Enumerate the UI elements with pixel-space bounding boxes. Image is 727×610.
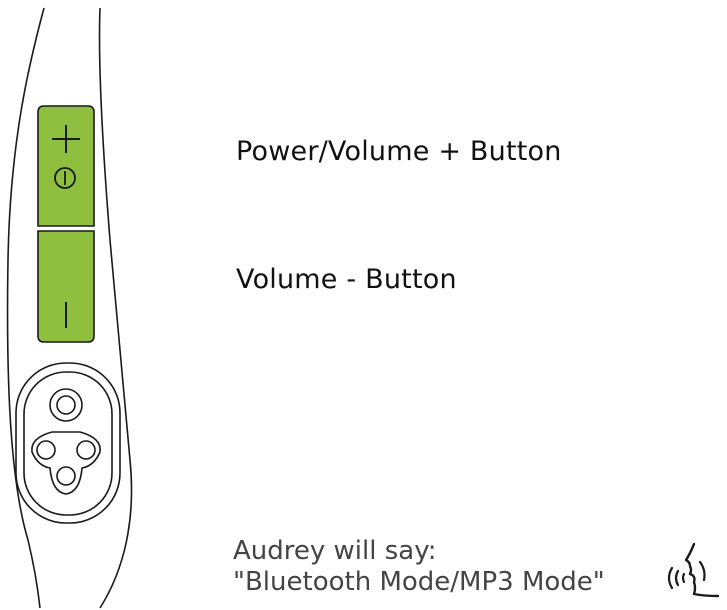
power-volume-up-label: Power/Volume + Button [236, 136, 562, 167]
band-outer-edge [6, 7, 45, 609]
speaking-head-icon [667, 542, 720, 598]
voice-prompt-intro: Audrey will say: [233, 536, 437, 566]
plus-icon [52, 125, 80, 153]
voice-prompt-message: "Bluetooth Mode/MP3 Mode" [233, 567, 605, 597]
volume-down-button[interactable] [37, 230, 95, 343]
top-round-button[interactable] [49, 388, 83, 422]
power-volume-up-button[interactable] [37, 105, 95, 227]
voice-prompt: Audrey will say: "Bluetooth Mode/MP3 Mod… [233, 536, 605, 598]
volume-down-label: Volume - Button [236, 264, 457, 295]
headset-side-illustration [6, 7, 133, 609]
triple-button-cluster[interactable] [31, 431, 101, 495]
band-inner-edge [98, 7, 133, 609]
power-icon [54, 167, 76, 189]
